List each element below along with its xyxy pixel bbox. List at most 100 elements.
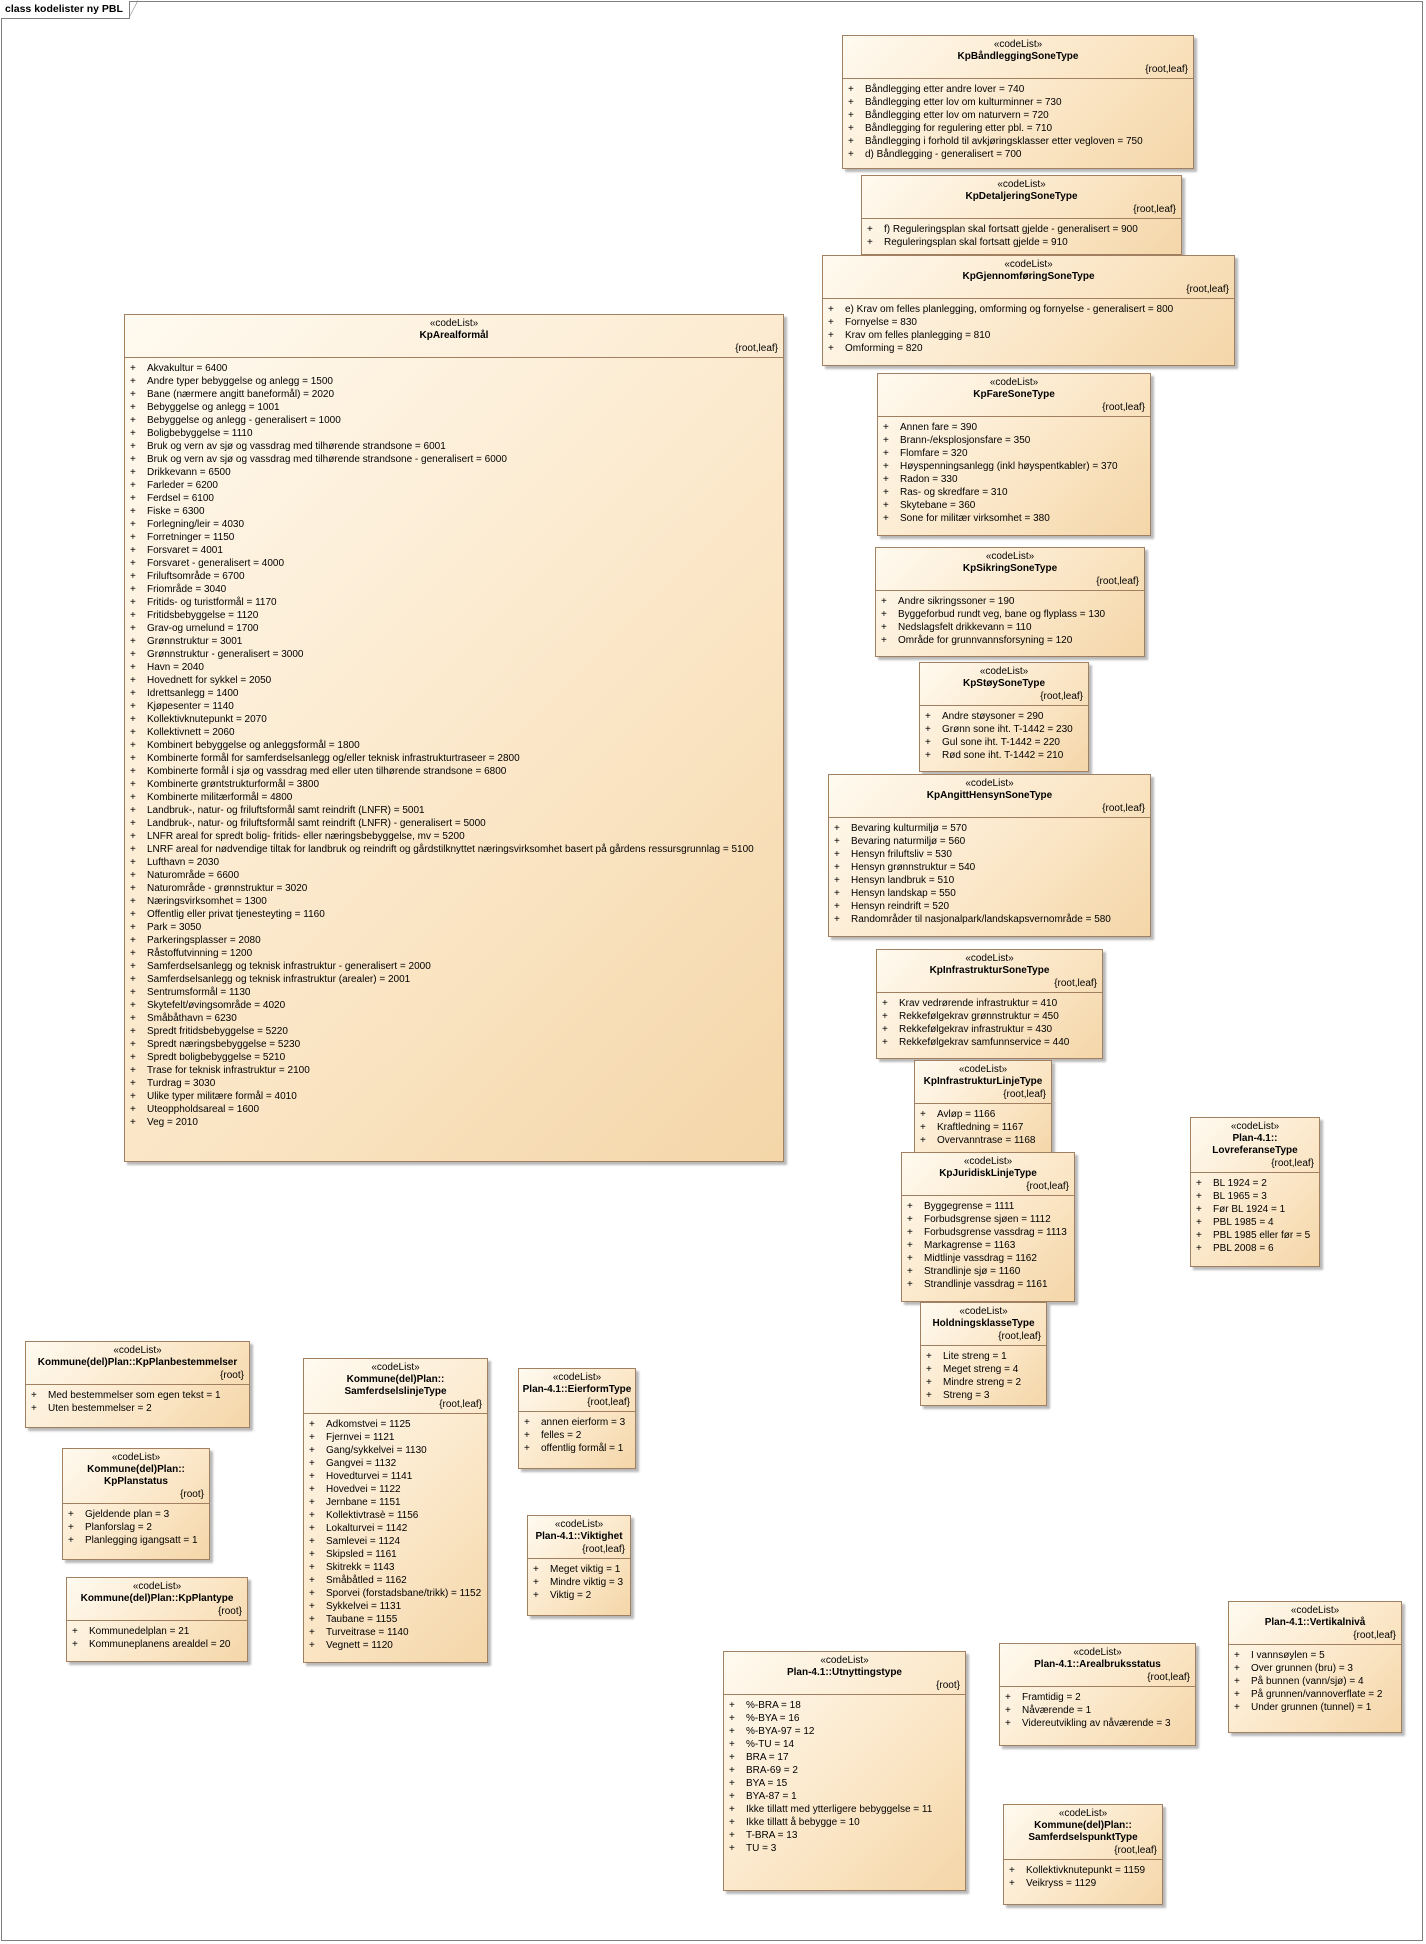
attribute-item[interactable]: +%-BYA = 16 [724, 1712, 965, 1725]
attribute-item[interactable]: +Ulike typer militære formål = 4010 [125, 1090, 783, 1103]
attribute-item[interactable]: +Strandlinje sjø = 1160 [902, 1265, 1074, 1278]
attribute-item[interactable]: +Uten bestemmelser = 2 [26, 1402, 249, 1415]
class-kpjuridisklinjetype[interactable]: «codeList»KpJuridiskLinjeType{root,leaf}… [901, 1152, 1075, 1302]
attribute-item[interactable]: +Forsvaret = 4001 [125, 544, 783, 557]
attribute-item[interactable]: +Bevaring naturmiljø = 560 [829, 835, 1150, 848]
attribute-item[interactable]: +Drikkevann = 6500 [125, 466, 783, 479]
class-kpgjennomforingsonetype[interactable]: «codeList»KpGjennomføringSoneType{root,l… [822, 255, 1235, 366]
attribute-item[interactable]: +Råstoffutvinning = 1200 [125, 947, 783, 960]
class-vertikalniva[interactable]: «codeList»Plan-4.1::Vertikalnivå{root,le… [1228, 1601, 1402, 1733]
attribute-item[interactable]: +Gjeldende plan = 3 [63, 1508, 209, 1521]
attribute-item[interactable]: +Bruk og vern av sjø og vassdrag med til… [125, 453, 783, 466]
attribute-item[interactable]: +Under grunnen (tunnel) = 1 [1229, 1701, 1401, 1714]
attribute-item[interactable]: +Strandlinje vassdrag = 1161 [902, 1278, 1074, 1291]
attribute-item[interactable]: +Bebyggelse og anlegg = 1001 [125, 401, 783, 414]
attribute-item[interactable]: +Rød sone iht. T-1442 = 210 [920, 749, 1088, 762]
attribute-item[interactable]: +Jernbane = 1151 [304, 1496, 487, 1509]
attribute-item[interactable]: +Før BL 1924 = 1 [1191, 1203, 1319, 1216]
attribute-item[interactable]: +Adkomstvei = 1125 [304, 1418, 487, 1431]
attribute-item[interactable]: +Fiske = 6300 [125, 505, 783, 518]
attribute-item[interactable]: +Hensyn reindrift = 520 [829, 900, 1150, 913]
attribute-item[interactable]: +Reguleringsplan skal fortsatt gjelde = … [862, 236, 1181, 249]
attribute-item[interactable]: +Hensyn grønnstruktur = 540 [829, 861, 1150, 874]
class-lovreferansetype[interactable]: «codeList»Plan-4.1::LovreferanseType{roo… [1190, 1117, 1320, 1267]
attribute-item[interactable]: +Rekkefølgekrav infrastruktur = 430 [877, 1023, 1102, 1036]
attribute-item[interactable]: +Krav vedrørende infrastruktur = 410 [877, 997, 1102, 1010]
attribute-item[interactable]: +Streng = 3 [921, 1389, 1046, 1402]
attribute-item[interactable]: +Parkeringsplasser = 2080 [125, 934, 783, 947]
attribute-item[interactable]: +Kollektivknutepunkt = 1159 [1004, 1864, 1162, 1877]
attribute-item[interactable]: +Mindre streng = 2 [921, 1376, 1046, 1389]
attribute-item[interactable]: +BRA = 17 [724, 1751, 965, 1764]
attribute-item[interactable]: +%-BYA-97 = 12 [724, 1725, 965, 1738]
attribute-item[interactable]: +Ferdsel = 6100 [125, 492, 783, 505]
attribute-item[interactable]: +Lite streng = 1 [921, 1350, 1046, 1363]
attribute-item[interactable]: +Sykkelvei = 1131 [304, 1600, 487, 1613]
class-kpbandleggingsonetype[interactable]: «codeList»KpBåndleggingSoneType{root,lea… [842, 35, 1194, 169]
class-kpinfrastrukturlinjetype[interactable]: «codeList»KpInfrastrukturLinjeType{root,… [914, 1060, 1052, 1157]
attribute-item[interactable]: +Skipsled = 1161 [304, 1548, 487, 1561]
attribute-item[interactable]: +Småbåtled = 1162 [304, 1574, 487, 1587]
attribute-item[interactable]: +Samferdselsanlegg og teknisk infrastruk… [125, 960, 783, 973]
attribute-item[interactable]: +Midtlinje vassdrag = 1162 [902, 1252, 1074, 1265]
attribute-item[interactable]: +f) Reguleringsplan skal fortsatt gjelde… [862, 223, 1181, 236]
attribute-item[interactable]: +Park = 3050 [125, 921, 783, 934]
attribute-item[interactable]: +Uteoppholdsareal = 1600 [125, 1103, 783, 1116]
attribute-item[interactable]: +Forsvaret - generalisert = 4000 [125, 557, 783, 570]
class-viktighet[interactable]: «codeList»Plan-4.1::Viktighet{root,leaf}… [527, 1515, 631, 1616]
attribute-item[interactable]: +Turveitrase = 1140 [304, 1626, 487, 1639]
attribute-item[interactable]: +Lufthavn = 2030 [125, 856, 783, 869]
attribute-item[interactable]: +Gang/sykkelvei = 1130 [304, 1444, 487, 1457]
attribute-item[interactable]: +d) Båndlegging - generalisert = 700 [843, 148, 1193, 161]
attribute-item[interactable]: +Forlegning/leir = 4030 [125, 518, 783, 531]
attribute-item[interactable]: +Annen fare = 390 [878, 421, 1150, 434]
attribute-item[interactable]: +Viktig = 2 [528, 1589, 630, 1602]
attribute-item[interactable]: +Kombinerte formål i sjø og vassdrag med… [125, 765, 783, 778]
attribute-item[interactable]: +Flomfare = 320 [878, 447, 1150, 460]
attribute-item[interactable]: +Hovedturvei = 1141 [304, 1470, 487, 1483]
class-holdningsklassetype[interactable]: «codeList»HoldningsklasseType{root,leaf}… [920, 1302, 1047, 1406]
attribute-item[interactable]: +Sporvei (forstadsbane/trikk) = 1152 [304, 1587, 487, 1600]
attribute-item[interactable]: +Landbruk-, natur- og friluftsformål sam… [125, 804, 783, 817]
attribute-item[interactable]: +Akvakultur = 6400 [125, 362, 783, 375]
attribute-item[interactable]: +Skytefelt/øvingsområde = 4020 [125, 999, 783, 1012]
attribute-item[interactable]: +Kollektivknutepunkt = 2070 [125, 713, 783, 726]
attribute-item[interactable]: +Gangvei = 1132 [304, 1457, 487, 1470]
attribute-item[interactable]: +Nedslagsfelt drikkevann = 110 [876, 621, 1144, 634]
attribute-item[interactable]: +Hovednett for sykkel = 2050 [125, 674, 783, 687]
attribute-item[interactable]: +Grønn sone iht. T-1442 = 230 [920, 723, 1088, 736]
attribute-item[interactable]: +Samferdselsanlegg og teknisk infrastruk… [125, 973, 783, 986]
attribute-item[interactable]: +Hovedvei = 1122 [304, 1483, 487, 1496]
attribute-item[interactable]: +Planforslag = 2 [63, 1521, 209, 1534]
attribute-item[interactable]: +felles = 2 [519, 1429, 635, 1442]
attribute-item[interactable]: +Sone for militær virksomhet = 380 [878, 512, 1150, 525]
attribute-item[interactable]: +Bevaring kulturmiljø = 570 [829, 822, 1150, 835]
attribute-item[interactable]: +Spredt næringsbebyggelse = 5230 [125, 1038, 783, 1051]
attribute-item[interactable]: +Mindre viktig = 3 [528, 1576, 630, 1589]
attribute-item[interactable]: +Lokalturvei = 1142 [304, 1522, 487, 1535]
attribute-item[interactable]: +Fritids- og turistformål = 1170 [125, 596, 783, 609]
attribute-item[interactable]: +LNFR areal for spredt bolig- fritids- e… [125, 830, 783, 843]
attribute-item[interactable]: +%-TU = 14 [724, 1738, 965, 1751]
class-kpinfrastruktursonetype[interactable]: «codeList»KpInfrastrukturSoneType{root,l… [876, 949, 1103, 1059]
attribute-item[interactable]: +Krav om felles planlegging = 810 [823, 329, 1234, 342]
class-kpsikringsonetype[interactable]: «codeList»KpSikringSoneType{root,leaf}+A… [875, 547, 1145, 657]
attribute-item[interactable]: +BYA = 15 [724, 1777, 965, 1790]
attribute-item[interactable]: +Andre typer bebyggelse og anlegg = 1500 [125, 375, 783, 388]
attribute-item[interactable]: +offentlig formål = 1 [519, 1442, 635, 1455]
attribute-item[interactable]: +Hensyn friluftsliv = 530 [829, 848, 1150, 861]
attribute-item[interactable]: +Bane (nærmere angitt baneformål) = 2020 [125, 388, 783, 401]
attribute-item[interactable]: +Kommuneplanens arealdel = 20 [67, 1638, 247, 1651]
attribute-item[interactable]: +Spredt boligbebyggelse = 5210 [125, 1051, 783, 1064]
attribute-item[interactable]: +Byggegrense = 1111 [902, 1200, 1074, 1213]
attribute-item[interactable]: +Hensyn landbruk = 510 [829, 874, 1150, 887]
attribute-item[interactable]: +PBL 1985 = 4 [1191, 1216, 1319, 1229]
attribute-item[interactable]: +Rekkefølgekrav grønnstruktur = 450 [877, 1010, 1102, 1023]
attribute-item[interactable]: +Område for grunnvannsforsyning = 120 [876, 634, 1144, 647]
class-kpplanbestemmelser[interactable]: «codeList»Kommune(del)Plan::KpPlanbestem… [25, 1341, 250, 1428]
class-kpplantype[interactable]: «codeList»Kommune(del)Plan::KpPlantype{r… [66, 1577, 248, 1662]
attribute-item[interactable]: +Forbudsgrense vassdrag = 1113 [902, 1226, 1074, 1239]
attribute-item[interactable]: +BRA-69 = 2 [724, 1764, 965, 1777]
attribute-item[interactable]: +Radon = 330 [878, 473, 1150, 486]
attribute-item[interactable]: +Kombinerte militærformål = 4800 [125, 791, 783, 804]
